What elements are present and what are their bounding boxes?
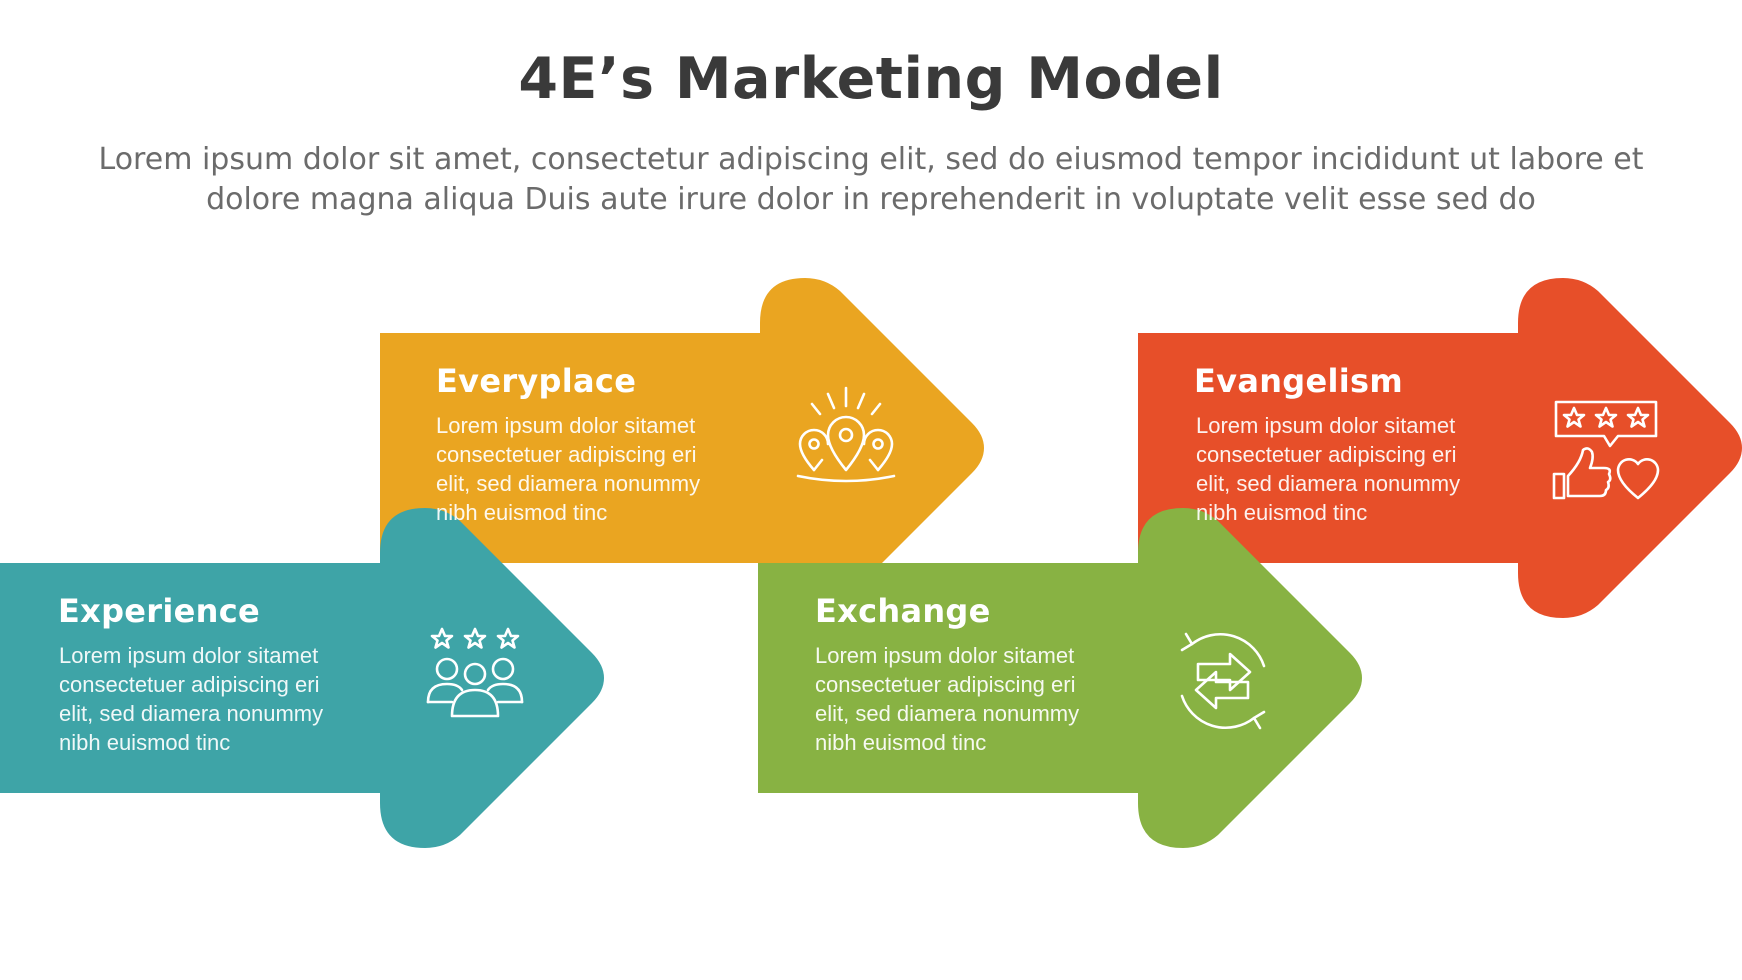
card-text-experience: Lorem ipsum dolor sitamet consectetuer a… [59,643,324,755]
card-text-evangelism: Lorem ipsum dolor sitamet consectetuer a… [1196,413,1461,525]
review-like-heart-icon [1552,400,1660,500]
card-title-experience: Experience [58,592,261,630]
location-pins-icon [796,386,896,483]
page-subtitle: Lorem ipsum dolor sit amet, consectetur … [98,142,1644,217]
card-title-exchange: Exchange [815,592,991,630]
card-text-everyplace: Lorem ipsum dolor sitamet consectetuer a… [436,413,701,525]
exchange-arrows-icon [1180,632,1266,730]
people-rating-icon [426,627,524,718]
page-title: 4E’s Marketing Model [518,46,1224,112]
card-title-everyplace: Everyplace [436,362,637,400]
card-title-evangelism: Evangelism [1194,362,1404,400]
card-text-exchange: Lorem ipsum dolor sitamet consectetuer a… [815,643,1080,755]
